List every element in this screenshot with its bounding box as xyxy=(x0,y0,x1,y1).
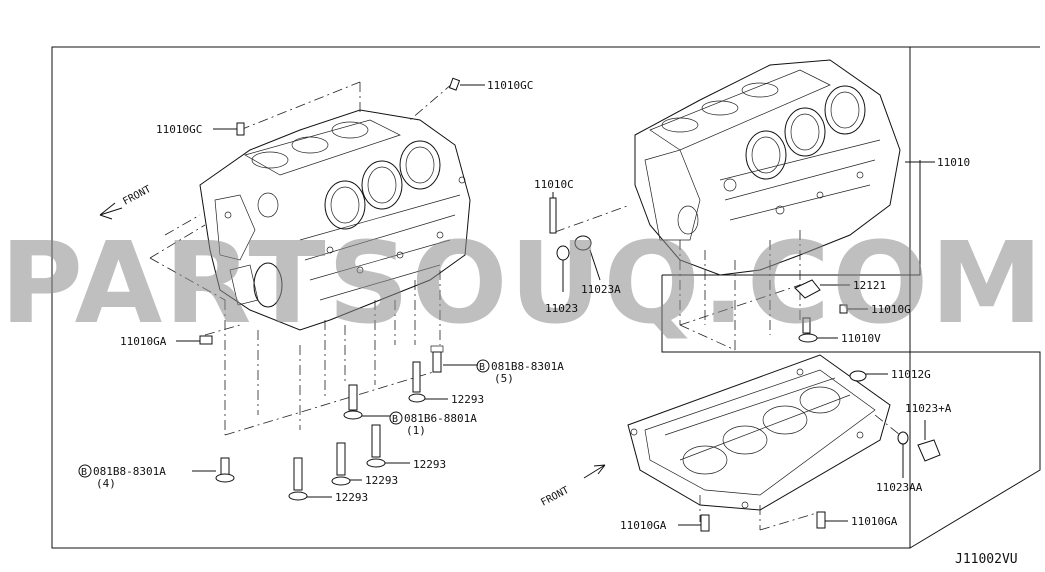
bolt-symbol-letter: B xyxy=(392,414,398,425)
bolt-081B6 xyxy=(343,384,390,420)
dowel-11010GA-bl xyxy=(678,514,710,532)
qty-081B8-b: (4) xyxy=(96,477,116,490)
label-11010V[interactable]: 11010V xyxy=(841,332,881,345)
plug-11023plusA xyxy=(917,420,941,462)
label-11023AA[interactable]: 11023AA xyxy=(876,481,923,494)
oil-jet-12121 xyxy=(794,279,850,299)
bolt-symbol-icon xyxy=(476,359,490,373)
label-081B8-8301A-b[interactable]: 081B8-8301A xyxy=(93,465,166,478)
qty-081B8-a: (5) xyxy=(494,372,514,385)
plug-11010G xyxy=(839,304,868,314)
label-12293-b[interactable]: 12293 xyxy=(413,458,446,471)
diagram-code: J11002VU xyxy=(955,552,1018,567)
label-11010GA-left[interactable]: 11010GA xyxy=(120,335,167,348)
oring-11012G xyxy=(849,370,888,382)
cylinder-block-left xyxy=(199,109,471,331)
bolt-11010V xyxy=(798,317,838,343)
bolt-12293-c xyxy=(331,442,362,486)
label-11010C[interactable]: 11010C xyxy=(534,178,574,191)
label-11010GC-left[interactable]: 11010GC xyxy=(156,123,202,136)
label-11023A[interactable]: 11023A xyxy=(581,283,621,296)
label-11012G[interactable]: 11012G xyxy=(891,368,931,381)
label-11010G[interactable]: 11010G xyxy=(871,303,911,316)
bolt-symbol-icon xyxy=(78,464,92,478)
bolt-12293-a xyxy=(408,361,448,403)
label-12121[interactable]: 12121 xyxy=(853,279,886,292)
washer-11023AA xyxy=(897,431,909,478)
dowel-pin-11010GC-top xyxy=(448,77,485,91)
label-11010[interactable]: 11010 xyxy=(937,156,970,169)
bolt-081B8-b xyxy=(192,457,235,483)
oring-11023A xyxy=(574,235,601,281)
label-081B6-8801A[interactable]: 081B6-8801A xyxy=(404,412,477,425)
front-arrow-bottom: FRONT xyxy=(539,464,606,509)
label-11023plusA[interactable]: 11023+A xyxy=(905,402,952,415)
label-081B8-8301A-a[interactable]: 081B8-8301A xyxy=(491,360,564,373)
pin-11010C xyxy=(549,192,557,234)
label-11010GA-bottom-left[interactable]: 11010GA xyxy=(620,519,667,532)
left-block-projections xyxy=(149,81,454,436)
label-11010GA-bottom-right[interactable]: 11010GA xyxy=(851,515,898,528)
bolt-12293-b xyxy=(366,424,410,468)
qty-081B6: (1) xyxy=(406,424,426,437)
watermark: PARTSOUQ.COM xyxy=(0,219,1045,349)
subassembly-box xyxy=(661,160,1041,549)
label-11023[interactable]: 11023 xyxy=(545,302,578,315)
label-12293-c[interactable]: 12293 xyxy=(365,474,398,487)
lower-crankcase xyxy=(627,354,891,511)
bolt-081B8-a xyxy=(430,345,478,373)
front-arrow-left: FRONT xyxy=(99,184,153,220)
dowel-11010GA-br xyxy=(816,511,848,529)
label-12293-d[interactable]: 12293 xyxy=(335,491,368,504)
label-11010GC-top[interactable]: 11010GC xyxy=(487,79,533,92)
bolt-symbol-icon xyxy=(389,411,403,425)
bolt-12293-d xyxy=(288,457,332,501)
label-12293-a[interactable]: 12293 xyxy=(451,393,484,406)
bolt-symbol-letter: B xyxy=(479,362,485,373)
plug-11023 xyxy=(556,245,570,292)
front-label-bottom: FRONT xyxy=(539,485,571,509)
front-label-left: FRONT xyxy=(121,184,153,208)
bolt-symbol-letter: B xyxy=(81,467,87,478)
lower-projections xyxy=(699,414,901,531)
cylinder-block-right xyxy=(634,59,901,276)
dowel-pin-11010GA-left xyxy=(176,335,213,345)
dowel-pin-11010GC-left xyxy=(213,122,245,136)
